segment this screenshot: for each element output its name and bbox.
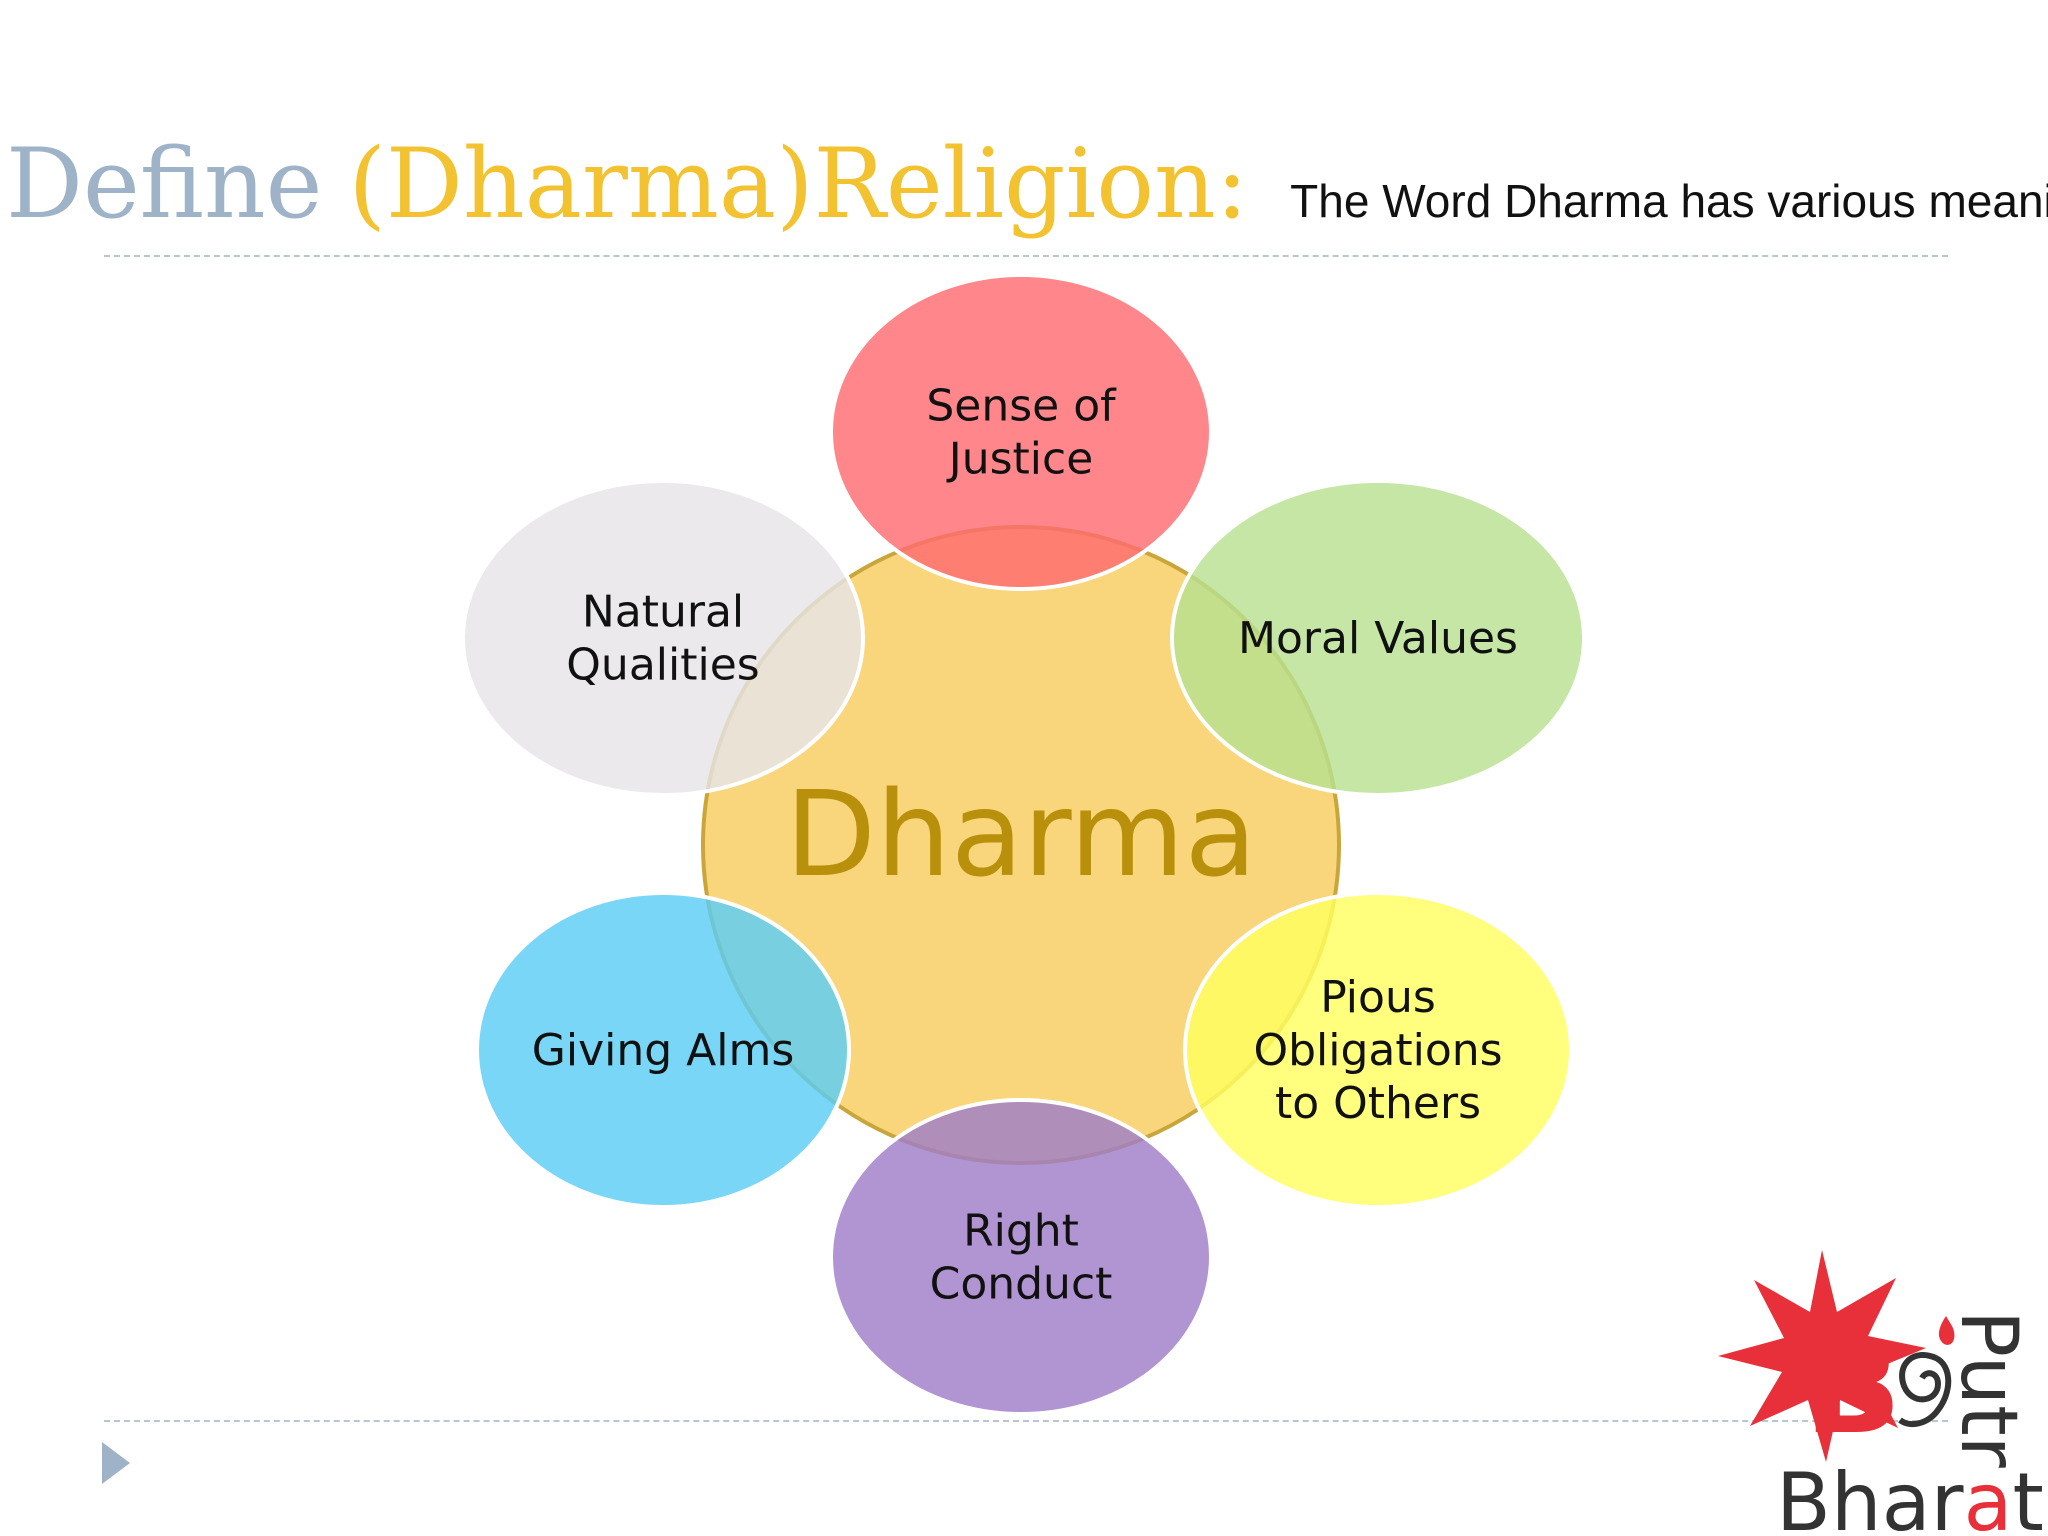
node-ellipse	[461, 479, 865, 797]
bottom-divider	[104, 1420, 1948, 1422]
logo-bharat: Bharat	[1776, 1456, 2044, 1536]
putra-bharat-logo: B Putr Bharat	[1718, 1250, 2044, 1536]
top-divider	[104, 255, 1948, 257]
node-ellipse	[829, 273, 1213, 591]
play-icon	[102, 1442, 130, 1484]
logo-star-icon	[1718, 1250, 1926, 1462]
logo-drop-icon	[1938, 1316, 1955, 1345]
node-label: Moral Values	[1238, 613, 1518, 664]
node-moral-values: Moral Values	[1170, 479, 1586, 797]
node-giving-alms: Giving Alms	[475, 891, 851, 1209]
node-label: Giving Alms	[532, 1025, 795, 1076]
node-ellipse	[475, 891, 851, 1209]
node-ellipse	[1183, 891, 1573, 1209]
title-define: Define	[6, 128, 323, 240]
logo-swirl-icon	[1898, 1351, 1952, 1428]
slide-title: Define (Dharma)Religion: The Word Dharma…	[6, 128, 2048, 258]
title-subtitle: The Word Dharma has various meanings.	[1290, 175, 2048, 227]
center-label: Dharma	[785, 765, 1257, 903]
logo-t: t	[2013, 1456, 2044, 1536]
logo-b: B	[1804, 1314, 1902, 1463]
logo-a: a	[1964, 1456, 2013, 1536]
title-dharma-religion: (Dharma)Religion:	[348, 128, 1249, 240]
node-ellipse	[1170, 479, 1586, 797]
node-ellipse	[829, 1098, 1213, 1416]
logo-bhar: Bhar	[1776, 1456, 1964, 1536]
logo-putr: Putr	[1943, 1310, 2033, 1469]
